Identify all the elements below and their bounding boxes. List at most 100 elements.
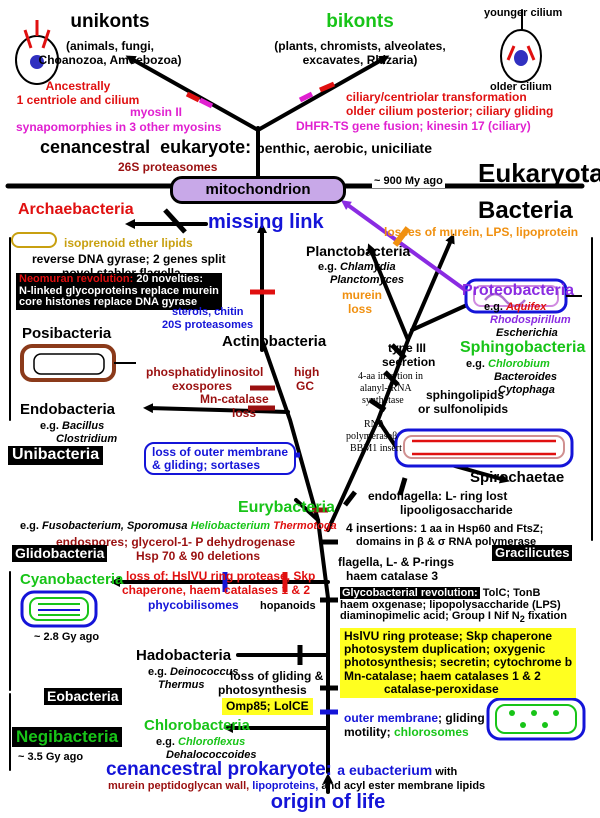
loss-hslvu-label: loss of: HslVU ring protease, Skp	[126, 569, 316, 583]
mitochondrion-label: mitochondrion	[170, 176, 346, 204]
genus-chlorobium: Chlorobium	[488, 358, 550, 370]
murein-wall-word: murein peptidoglycan wall,	[108, 780, 250, 792]
archaebacteria-cell-icon	[11, 232, 57, 248]
neomuran-count: 20 novelties:	[133, 273, 203, 285]
eurybacteria-label: Eurybacteria	[238, 499, 335, 516]
genus-fusobacterium: Fusobacterium, Sporomusa	[42, 520, 188, 532]
loss-photosynthesis-label: photosynthesis	[218, 683, 307, 697]
actinobacteria-label: Actinobacteria	[222, 333, 327, 350]
sphingo-eg: e.g.	[466, 358, 485, 370]
eury-eg: e.g.	[20, 520, 39, 532]
flagella-rings-label: flagella, L- & P-rings	[338, 555, 455, 569]
type3-secretion-label: secretion	[382, 355, 436, 369]
branch-planctobacteria	[367, 243, 410, 342]
endoflagella-label: endoflagella: L- ring lost	[368, 489, 508, 503]
older-cilium-posterior-label: older cilium posterior; ciliary gliding	[346, 104, 554, 118]
glidobacteria-label: Glidobacteria	[12, 545, 108, 562]
origin-of-life-label: origin of life	[270, 791, 386, 813]
proteo-eg: e.g.	[484, 301, 503, 313]
losses-murein-label: losses of murein, LPS, lipoprotein	[384, 225, 579, 239]
sterols-label: sterols, chitin	[172, 306, 244, 318]
genus-thermotoga: Thermotoga	[273, 520, 337, 532]
bacteria-label: Bacteria	[478, 197, 573, 224]
loss-outer-membrane-box: loss of outer membrane & gliding; sortas…	[144, 442, 297, 476]
membrane-lipids-label: murein peptidoglycan wall, lipoproteins,…	[108, 780, 486, 793]
cenancestral-eukaryote-label: cenancestral eukaryote: benthic, aerobic…	[40, 138, 432, 157]
unikonts-sub1: (animals, fungi,	[65, 39, 155, 53]
cyanobacteria-cell-icon	[20, 590, 98, 628]
genus-heliobacterium: Heliobacterium	[190, 520, 271, 532]
glyco-line1: TolC; TonB	[479, 587, 541, 599]
cenancestral-prokaryote-word: cenancestral prokaryote:	[106, 759, 332, 780]
sphingo-examples: e.g. Chlorobium	[466, 358, 550, 371]
eukaryota-label: Eukaryota	[478, 158, 600, 188]
chloro-examples: e.g. Chloroflexus	[156, 736, 245, 749]
glyco-line2: haem oxgenase; lipopolysaccharide (LPS)	[340, 598, 561, 611]
eobacteria-label: Eobacteria	[44, 688, 122, 705]
hsp-deletions-label: Hsp 70 & 90 deletions	[136, 549, 261, 563]
yellow-box: HslVU ring protease; Skp chaperone photo…	[340, 628, 577, 698]
phycobilisomes-label: phycobilisomes	[148, 598, 239, 612]
synapomorphies-label: synapomorphies in 3 other myosins	[16, 120, 222, 134]
aa4-label-2: alanyl-tRNA	[360, 383, 412, 394]
bikonts-sub2: excavates, Rhizaria)	[302, 53, 418, 67]
glycobacterial-box: Glycobacterial revolution: TolC; TonB ha…	[340, 587, 567, 625]
outer-membrane-word: outer membrane	[344, 711, 439, 725]
gy35-label: ~ 3.5 Gy ago	[18, 751, 84, 763]
acyl-word: and acyl ester membrane lipids	[318, 780, 486, 792]
ancestrally-label: Ancestrally	[45, 79, 111, 93]
rna-pol-label-3: BBM1 insert	[350, 443, 402, 454]
mn-catalase-loss-label: Mn-catalase	[200, 392, 269, 406]
type3-label: type III	[388, 341, 427, 355]
proteobacteria-cell-icon	[464, 278, 582, 314]
sulfonolipids-label: or sulfonolipids	[418, 402, 508, 416]
label-bikonts: bikonts	[326, 11, 394, 32]
label-unikonts: unikonts	[70, 11, 150, 32]
yellow-line4: Mn-catalase; haem catalases 1 & 2	[344, 668, 541, 683]
cenancestral-prokaryote-label: cenancestral prokaryote: a eubacterium w…	[106, 760, 457, 780]
gracilicutes-label: Gracilicutes	[492, 545, 573, 561]
genus-thermus: Thermus	[158, 679, 205, 691]
outer-membrane-label: outer membrane; gliding	[344, 712, 485, 725]
high-gc-label: high	[294, 365, 320, 379]
endobacteria-label: Endobacteria	[20, 401, 116, 418]
eukaryote-traits: benthic, aerobic, uniciliate	[256, 140, 432, 156]
genus-planctomyces: Planctomyces	[330, 274, 404, 286]
genus-dehalococcoides: Dehalococcoides	[166, 749, 257, 761]
posibacteria-cell-icon	[20, 344, 136, 382]
insertions-detail: 1 aa in Hsp60 and FtsZ;	[417, 523, 544, 535]
yellow-line1: HslVU ring protease; Skp chaperone	[344, 629, 553, 643]
insertions-label: 4 insertions: 1 aa in Hsp60 and FtsZ;	[346, 522, 543, 536]
gliding-word: ; gliding	[438, 711, 485, 725]
archaebacteria-label: Archaebacteria	[18, 201, 134, 218]
hado-examples: e.g. Deinococcus	[148, 666, 239, 679]
my900-label: ~ 900 My ago	[372, 175, 445, 188]
spirochaete-cell-icon	[394, 428, 574, 468]
aa4-label-1: 4-aa insertion in	[358, 371, 423, 382]
eury-examples: e.g. Fusobacterium, Sporomusa Heliobacte…	[20, 520, 337, 533]
eukaryote-word: eukaryote:	[160, 137, 252, 157]
hado-eg: e.g.	[148, 666, 167, 678]
sphingobacteria-label: Sphingobacteria	[460, 339, 586, 356]
loss-outer-line2: & gliding; sortases	[152, 457, 261, 472]
ancestrally-label-2: 1 centriole and cilium	[16, 93, 140, 107]
negibacteria-label: Negibacteria	[12, 727, 123, 747]
plancto-eg: e.g.	[318, 261, 337, 273]
mn-catalase-loss-label-2: loss	[232, 406, 257, 420]
neomuran-box: Neomuran revolution: 20 novelties: N-lin…	[16, 273, 222, 310]
proteasomes-26s-label: 26S proteasomes	[118, 160, 218, 174]
loss-chaperone-label: chaperone, haem catalases 1 & 2	[122, 583, 311, 597]
endo-eg: e.g.	[40, 420, 59, 432]
unikont-cell-icon	[15, 20, 59, 85]
chlorobacteria-label: Chlorobacteria	[144, 717, 250, 734]
genus-escherichia: Escherichia	[496, 327, 558, 339]
phosphatidylinositol-label: phosphatidylinositol	[146, 365, 264, 379]
missing-link-label: missing link	[208, 211, 324, 233]
bikonts-sub1: (plants, chromists, alveolates,	[274, 39, 446, 53]
lipoproteins-word: lipoproteins,	[249, 780, 319, 792]
proteasomes-20s-label: 20S proteasomes	[162, 319, 254, 331]
loss-outer-line1: loss of outer membrane	[152, 445, 289, 459]
neomuran-line2: N-linked glycoproteins replace murein	[19, 284, 219, 297]
genus-deinococcus: Deinococcus	[170, 666, 239, 678]
